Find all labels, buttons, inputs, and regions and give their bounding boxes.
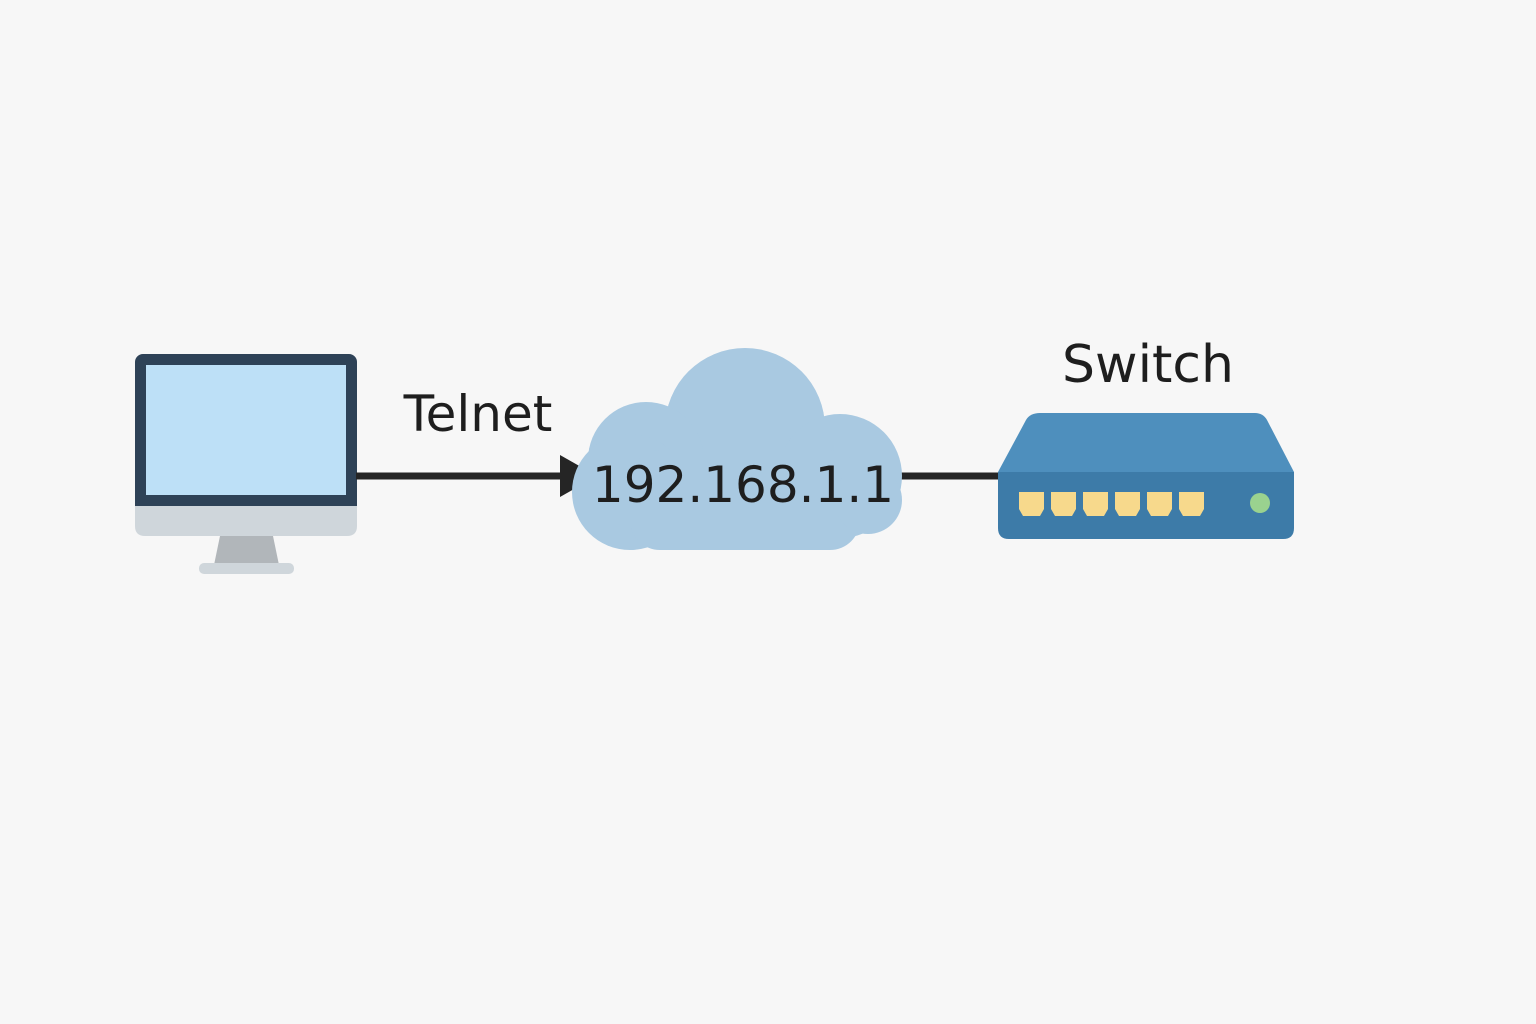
switch-port-6: [1179, 492, 1204, 516]
switch-body: [998, 472, 1294, 539]
switch-port-5: [1147, 492, 1172, 516]
switch-port-4: [1115, 492, 1140, 516]
switch-label: Switch: [1062, 335, 1234, 395]
switch-port-1: [1019, 492, 1044, 516]
network-switch-icon: [998, 413, 1294, 539]
monitor-chin: [135, 506, 357, 536]
monitor-screen: [146, 365, 346, 495]
switch-port-2: [1051, 492, 1076, 516]
switch-led: [1250, 493, 1270, 513]
monitor-stand: [214, 536, 279, 565]
switch-top: [998, 413, 1294, 472]
edge-telnet: Telnet: [356, 385, 597, 497]
edge-label-telnet: Telnet: [403, 385, 553, 443]
switch-port-3: [1083, 492, 1108, 516]
monitor-base: [199, 563, 294, 574]
cloud-icon: [572, 348, 902, 550]
switch-ports: [1019, 492, 1204, 516]
desktop-computer-icon: [135, 354, 357, 574]
cloud-label-ip: 192.168.1.1: [592, 456, 894, 514]
